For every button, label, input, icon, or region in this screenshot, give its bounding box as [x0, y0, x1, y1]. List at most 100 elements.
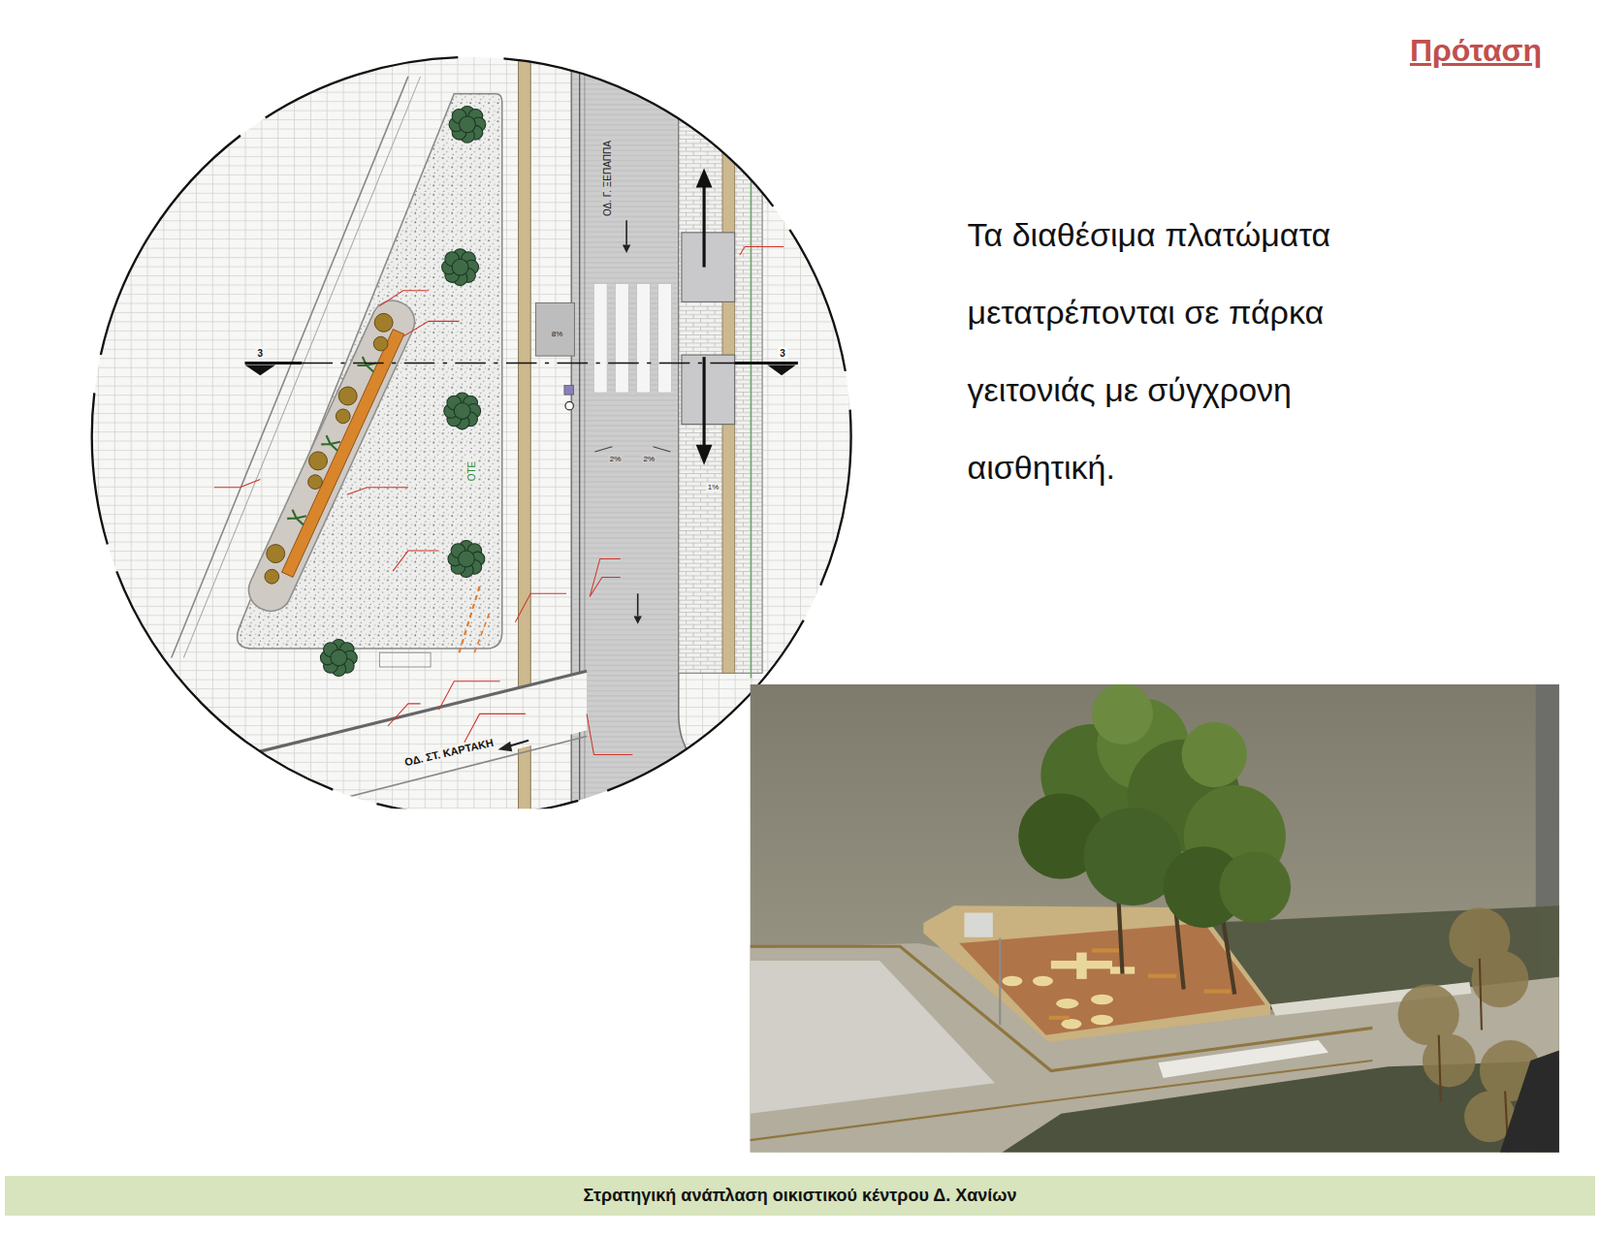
plan-label: 2%: [640, 454, 657, 464]
render-image: [749, 1060, 1373, 1141]
render-image: [963, 913, 992, 938]
site-plan: [379, 652, 431, 668]
body-text: Τα διαθέσιμα πλατώματα μετατρέπονται σε …: [967, 195, 1424, 507]
render-image: [1001, 953, 1135, 1030]
site-plan: [459, 586, 480, 653]
render-image: [1439, 1035, 1441, 1102]
site-plan: [273, 736, 587, 810]
site-plan: [637, 283, 651, 393]
render-image: [749, 684, 1559, 1153]
site-plan: [589, 558, 621, 597]
site-plan: [593, 283, 672, 393]
site-plan: [287, 355, 378, 526]
site-plan: [681, 232, 736, 303]
site-plan: [347, 487, 409, 495]
site-plan: [392, 550, 439, 572]
site-plan: [305, 448, 330, 474]
site-plan: [92, 57, 852, 809]
site-plan: [696, 168, 713, 466]
site-plan: [565, 401, 574, 410]
site-plan: [333, 407, 353, 427]
plan-label: 2%: [608, 454, 624, 464]
site-plan: [287, 509, 308, 526]
render-image: [1439, 959, 1509, 1153]
render-image: [1049, 948, 1231, 1021]
site-plan: [305, 472, 325, 492]
site-plan: [498, 740, 530, 753]
render-image: [1032, 976, 1054, 988]
site-plan: [282, 329, 405, 578]
plan-label: 8%: [549, 330, 566, 340]
site-plan: [356, 355, 378, 373]
site-plan: [615, 283, 630, 393]
render-image: [1182, 722, 1248, 788]
render-image: [1056, 998, 1079, 1010]
site-plan: [444, 392, 481, 430]
site-plan: [514, 593, 567, 622]
site-plan: [335, 384, 360, 409]
site-plan: [320, 105, 485, 676]
render-image: [1001, 1060, 1560, 1153]
site-plan: [696, 168, 713, 189]
render-image: [1049, 1016, 1070, 1021]
site-plan: [637, 593, 640, 616]
site-plan: [498, 741, 513, 753]
site-plan: [474, 611, 490, 653]
render-image: [1090, 994, 1114, 1006]
site-plan: [255, 671, 587, 753]
site-plan: [403, 320, 460, 337]
render-image: [1500, 1051, 1560, 1153]
site-plan: [767, 365, 796, 377]
site-plan: [387, 704, 421, 727]
render-image: [1422, 1034, 1476, 1088]
render-image: [1018, 684, 1291, 928]
site-plan: [464, 713, 526, 742]
plan-label: ΟΔ. Γ. ΞΕΠΑΠΠΑ: [602, 138, 613, 219]
site-plan: [622, 244, 631, 253]
site-plan: [625, 220, 628, 245]
site-plan: [255, 671, 587, 809]
site-plan: [681, 354, 736, 425]
render-image: [1090, 1015, 1114, 1026]
render-image: [923, 905, 1271, 1043]
render-image: [1204, 989, 1231, 993]
site-plan: [438, 681, 500, 710]
site-plan: [263, 542, 288, 567]
site-plan: [320, 435, 342, 452]
site-plan: [593, 283, 608, 393]
render-image: [1218, 851, 1291, 924]
site-plan: [371, 310, 396, 335]
site-plan: [320, 640, 357, 677]
render-image: [1076, 953, 1088, 980]
site-plan: [703, 185, 706, 267]
footer-band: Στρατηγική ανάπλαση οικιστικού κέντρου Δ…: [4, 1176, 1596, 1216]
plan-label: 3: [777, 348, 788, 359]
plan-label: ΟΤΕ: [466, 459, 478, 484]
site-plan: [245, 365, 277, 377]
site-plan: [371, 334, 391, 354]
site-plan: [237, 94, 503, 649]
site-plan: [735, 361, 799, 365]
site-plan: [586, 713, 633, 755]
site-plan: [442, 249, 480, 287]
site-plan: [301, 362, 735, 364]
plan-label: 3: [256, 348, 266, 359]
site-plan: [750, 142, 753, 678]
render-image: [998, 938, 1001, 1025]
site-plan: [696, 445, 713, 466]
render-image: [1001, 976, 1023, 988]
site-plan: [589, 576, 621, 597]
site-plan: [703, 356, 706, 448]
render-image: [1091, 684, 1153, 745]
site-plan: [262, 567, 283, 587]
site-plan: [633, 615, 641, 624]
site-plan: [508, 740, 529, 747]
site-plan: [255, 309, 400, 587]
render-image: [749, 960, 995, 1115]
render-image: [749, 684, 1559, 1153]
site-plan: [622, 220, 642, 625]
render-image: [1060, 1019, 1082, 1030]
site-plan: [658, 283, 672, 393]
site-plan: [739, 247, 784, 256]
